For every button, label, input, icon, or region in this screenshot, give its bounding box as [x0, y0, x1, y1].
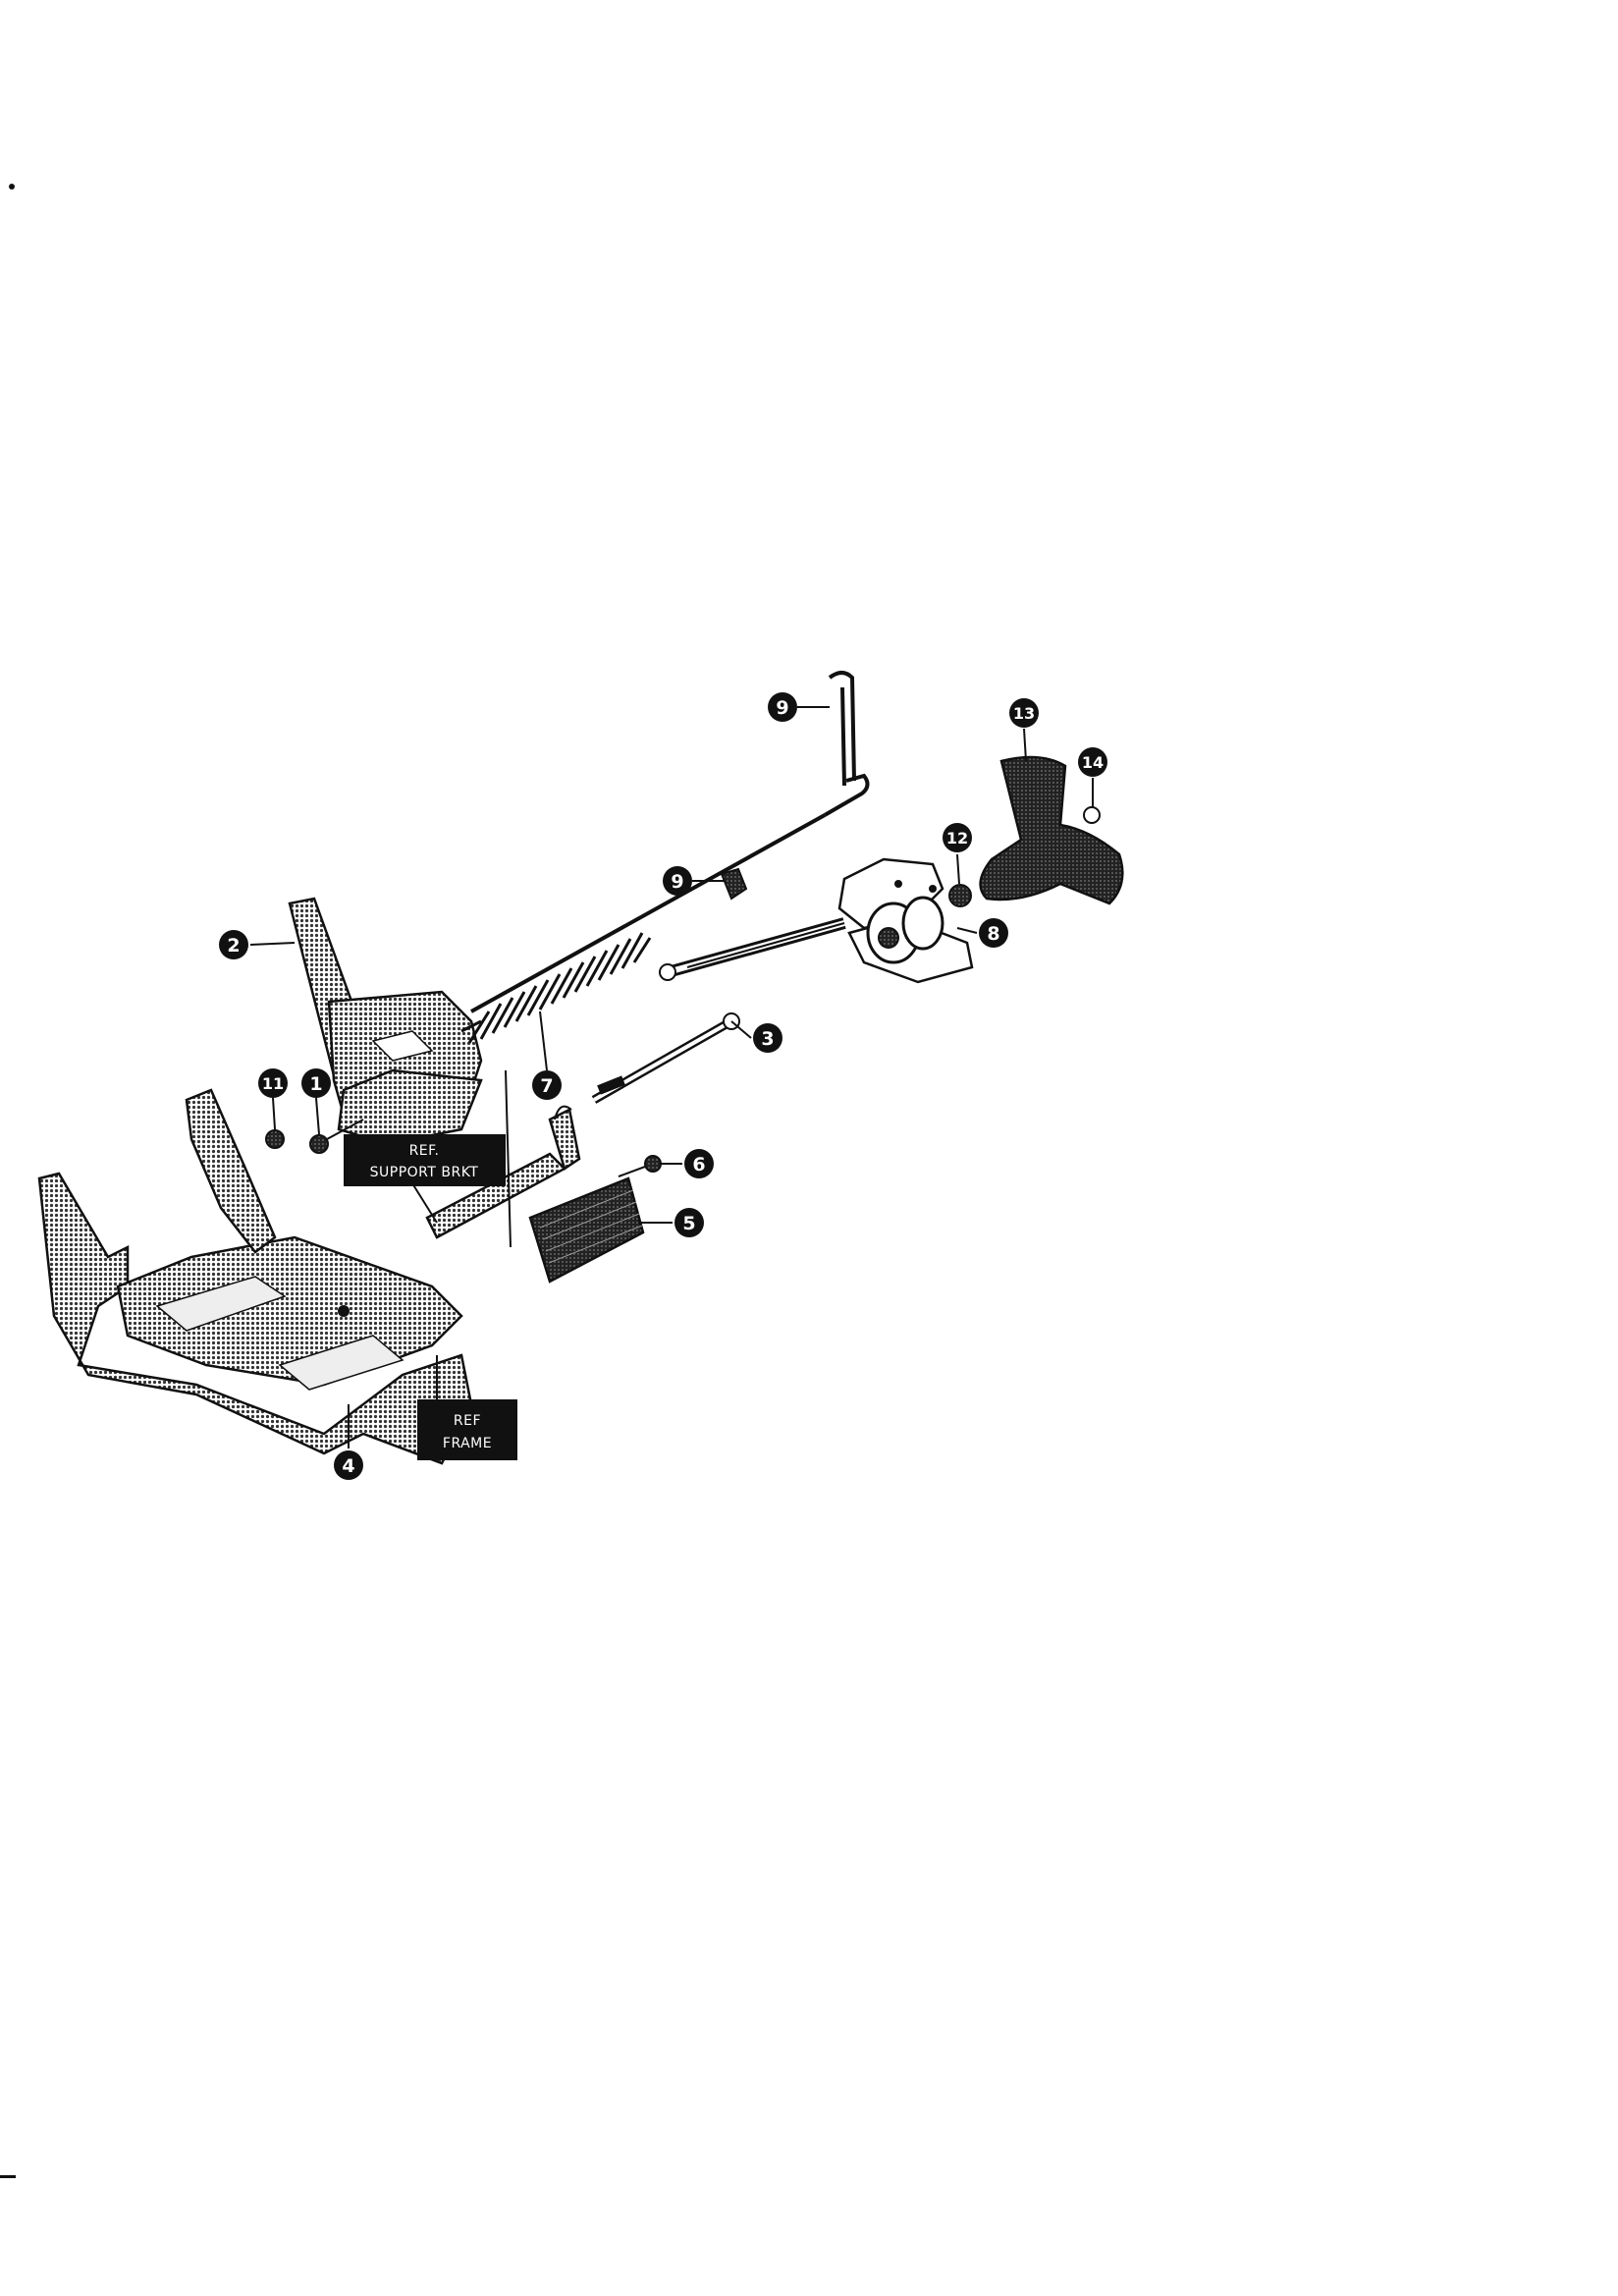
svg-text:7: 7 [540, 1075, 553, 1097]
pad-screw-part [618, 1155, 662, 1177]
svg-text:14: 14 [1082, 753, 1104, 772]
svg-text:5: 5 [682, 1213, 695, 1234]
svg-text:FRAME: FRAME [443, 1436, 492, 1451]
scan-speck [9, 184, 15, 190]
ref-frame-label: REF FRAME [417, 1399, 517, 1460]
hex-nut-part [948, 884, 972, 907]
svg-text:13: 13 [1013, 704, 1035, 723]
callout-7: 7 [532, 1070, 562, 1100]
svg-text:12: 12 [946, 829, 968, 847]
svg-text:REF.: REF. [409, 1143, 440, 1159]
svg-text:2: 2 [227, 935, 240, 957]
callout-2: 2 [219, 930, 248, 959]
callout-5: 5 [674, 1208, 704, 1237]
small-screw-part [1083, 806, 1101, 824]
svg-text:SUPPORT BRKT: SUPPORT BRKT [370, 1165, 479, 1180]
svg-text:1: 1 [309, 1073, 322, 1095]
pedal-arm-bracket-part [288, 897, 483, 1146]
long-bolt-part [591, 1012, 740, 1104]
callout-8: 8 [979, 918, 1008, 948]
callout-3: 3 [753, 1023, 782, 1053]
pivot-shaft-assembly-part [686, 857, 974, 984]
svg-text:6: 6 [692, 1154, 705, 1175]
pedal-pad-part [528, 1176, 645, 1284]
svg-text:8: 8 [987, 923, 999, 945]
bracket-leader [411, 1182, 438, 1224]
callout-13: 13 [1009, 698, 1039, 728]
frame-slot-right [278, 1335, 404, 1391]
nut-part [265, 1129, 285, 1149]
callout-14: 14 [1078, 747, 1107, 777]
ref-support-bracket-label: REF. SUPPORT BRKT [344, 1134, 506, 1186]
washer-part [309, 1119, 364, 1154]
svg-text:REF: REF [454, 1413, 481, 1429]
three-spoke-knob-part [979, 755, 1124, 905]
compression-spring-part [460, 932, 652, 1044]
svg-text:11: 11 [262, 1074, 284, 1093]
frame-slot-left [155, 1276, 287, 1332]
callout-12: 12 [943, 823, 972, 852]
callout-9a: 9 [768, 692, 797, 722]
svg-text:3: 3 [761, 1028, 774, 1050]
scan-edge-mark [0, 2175, 16, 2178]
rod-clip-part [720, 867, 748, 901]
assembly-leader [505, 1069, 512, 1248]
svg-text:4: 4 [342, 1455, 354, 1477]
callout-9b: 9 [663, 866, 692, 896]
svg-text:9: 9 [671, 871, 683, 893]
callout-11: 11 [258, 1068, 288, 1098]
callout-6: 6 [684, 1149, 714, 1178]
callout-4: 4 [334, 1450, 363, 1480]
svg-text:9: 9 [776, 697, 788, 719]
callout-1: 1 [301, 1068, 331, 1098]
link-rod-part [470, 671, 870, 1013]
